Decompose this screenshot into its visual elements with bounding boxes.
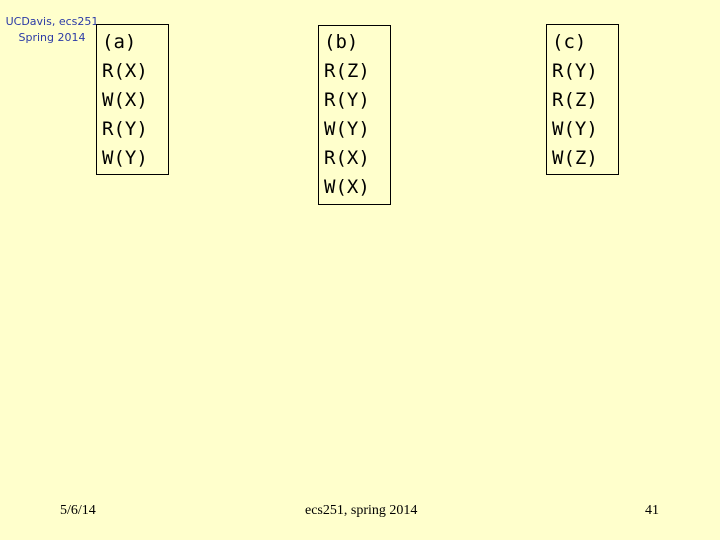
page-number: 41 [645,503,659,518]
operation: W(Y) [324,118,370,140]
schedule-label: (c) [552,31,587,53]
course-name: UCDavis, ecs251 [5,15,99,28]
schedule-c-box: (c) R(Y) R(Z) W(Y) W(Z) [546,24,619,175]
operation: R(X) [324,147,370,169]
footer-title: ecs251, spring 2014 [305,503,418,518]
operation: W(X) [102,89,148,111]
schedule-b-box: (b) R(Z) R(Y) W(Y) R(X) W(X) [318,25,391,205]
operation: W(Y) [102,147,148,169]
course-term: Spring 2014 [18,31,86,44]
schedule-label: (b) [324,31,359,53]
schedule-a-box: (a) R(X) W(X) R(Y) W(Y) [96,24,169,175]
operation: R(Z) [552,89,598,111]
operation: R(Y) [102,118,148,140]
operation: R(Z) [324,60,370,82]
operation: W(X) [324,176,370,198]
schedule-label: (a) [102,31,137,53]
operation: R(Y) [324,89,370,111]
operation: R(Y) [552,60,598,82]
operation: W(Y) [552,118,598,140]
operation: W(Z) [552,147,598,169]
operation: R(X) [102,60,148,82]
course-header: UCDavis, ecs251 Spring 2014 [0,14,104,46]
footer-date: 5/6/14 [60,503,96,518]
